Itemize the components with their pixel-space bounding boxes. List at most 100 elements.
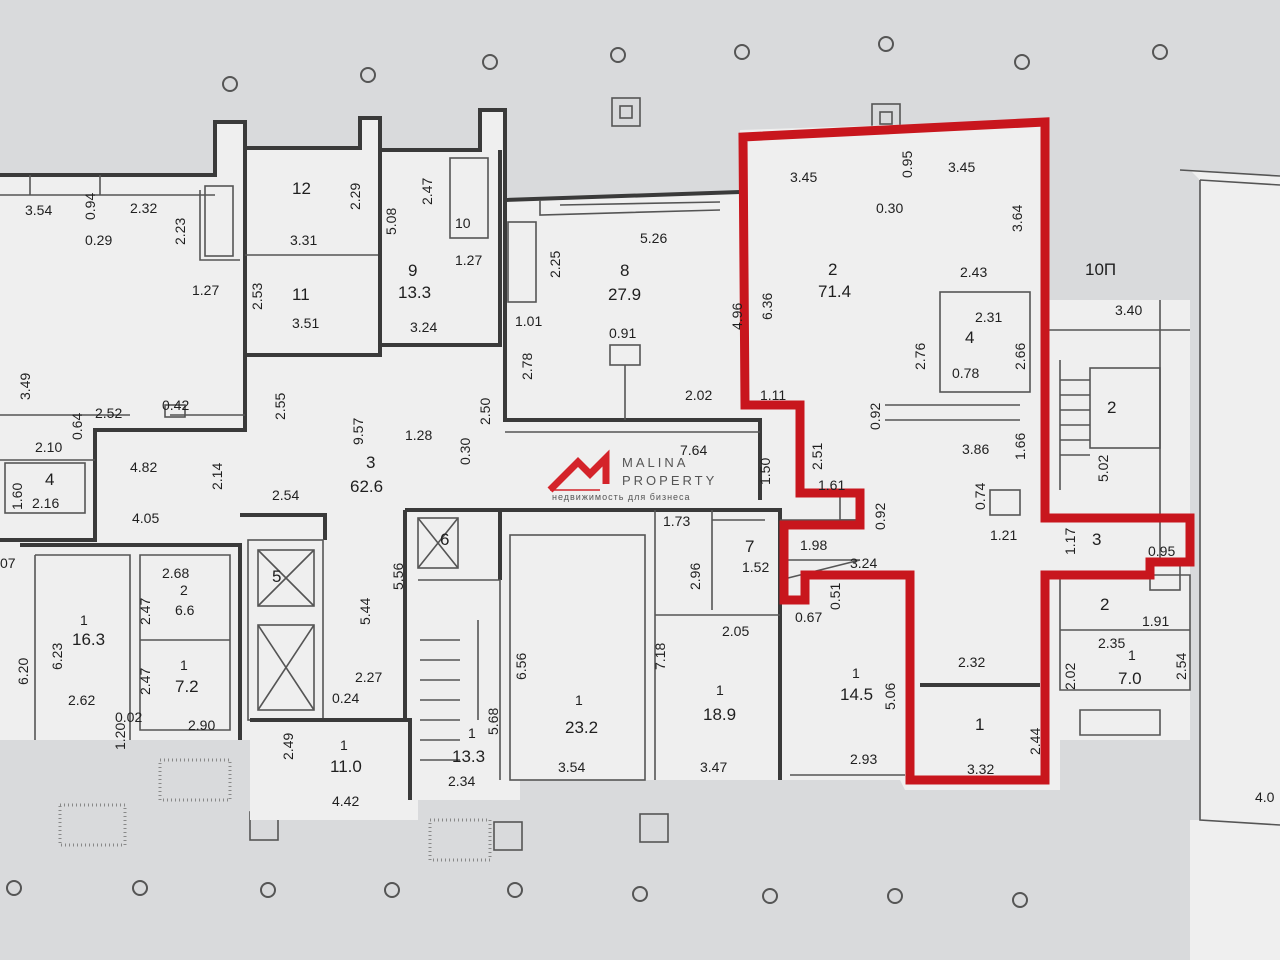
plan-label-d-1-11: 1.11 xyxy=(760,387,786,403)
plan-label-d-2-32: 2.32 xyxy=(130,200,157,216)
plan-label-d-6-20: 6.20 xyxy=(15,658,31,685)
plan-label-r1i: 1 xyxy=(468,725,476,741)
plan-label-d-0-92b: 0.92 xyxy=(872,503,888,530)
plan-label-d-2-02b: 2.02 xyxy=(1062,663,1078,690)
plan-label-r1d: 1 xyxy=(716,682,724,698)
plan-label-d-2-23: 2.23 xyxy=(172,218,188,245)
plan-label-d-2-32b: 2.32 xyxy=(958,654,985,670)
plan-label-d-1-52: 1.52 xyxy=(742,559,769,575)
plan-label-a-23-2: 23.2 xyxy=(565,718,598,737)
plan-label-d-5-68: 5.68 xyxy=(485,708,501,735)
plan-label-d-1-28: 1.28 xyxy=(405,427,432,443)
plan-label-r1a: 1 xyxy=(80,612,88,628)
plan-label-d-2-47c: 2.47 xyxy=(137,668,153,695)
plan-label-a-7-0: 7.0 xyxy=(1118,669,1142,688)
plan-label-r1h: 1 xyxy=(340,737,348,753)
plan-label-d-0-74: 0.74 xyxy=(972,483,988,510)
plan-label-d-2-47a: 2.47 xyxy=(419,178,435,205)
plan-label-d-2-02a: 2.02 xyxy=(685,387,712,403)
plan-label-d-7-64: 7.64 xyxy=(680,442,707,458)
right-annex xyxy=(1190,170,1280,960)
plan-label-d-0-30a: 0.30 xyxy=(876,200,903,216)
plan-label-d-0-95b: 0.95 xyxy=(1148,543,1175,559)
plan-label-r2a: 2 xyxy=(828,260,837,279)
plan-label-d-5-56: 5.56 xyxy=(390,563,406,590)
plan-label-d-5-06: 5.06 xyxy=(882,683,898,710)
plan-label-d-2-34: 2.34 xyxy=(448,773,475,789)
plan-label-r1g: 1 xyxy=(1128,647,1136,663)
plan-label-d-2-55: 2.55 xyxy=(272,393,288,420)
plan-label-d-5-44: 5.44 xyxy=(357,598,373,625)
plan-label-d-0-92a: 0.92 xyxy=(867,403,883,430)
plan-label-d-3-54: 3.54 xyxy=(25,202,52,218)
plan-label-d-9-57: 9.57 xyxy=(350,418,366,445)
plan-label-d-1-73: 1.73 xyxy=(663,513,690,529)
plan-label-a-62-6: 62.6 xyxy=(350,477,383,496)
plan-label-a-27-9: 27.9 xyxy=(608,285,641,304)
plan-label-d-2-25: 2.25 xyxy=(547,251,563,278)
plan-label-r3b: 3 xyxy=(1092,530,1101,549)
plan-label-d-1-01: 1.01 xyxy=(515,313,542,329)
plan-label-d-0-02: 0.02 xyxy=(115,709,142,725)
plan-label-d-3-31: 3.31 xyxy=(290,232,317,248)
plan-label-d-2-76: 2.76 xyxy=(912,343,928,370)
highlighted-premises-outline xyxy=(738,117,1195,785)
plan-label-d-0-78: 0.78 xyxy=(952,365,979,381)
plan-label-d-0-67: 0.67 xyxy=(795,609,822,625)
plan-label-d-2-44: 2.44 xyxy=(1027,728,1043,755)
plan-label-d-3-49: 3.49 xyxy=(17,373,33,400)
plan-label-a-11-0: 11.0 xyxy=(330,757,362,776)
plan-label-a-7-2: 7.2 xyxy=(175,677,199,696)
plan-label-d-3-40: 3.40 xyxy=(1115,302,1142,318)
plan-label-d-2-47b: 2.47 xyxy=(137,598,153,625)
plan-label-d-1-21: 1.21 xyxy=(990,527,1017,543)
plan-label-d-2-31: 2.31 xyxy=(975,309,1002,325)
logo-subtitle: недвижимость для бизнеса xyxy=(552,492,691,502)
plan-label-d-3-54b: 3.54 xyxy=(558,759,585,775)
plan-label-d-2-52: 2.52 xyxy=(95,405,122,421)
plan-label-d-1-60: 1.60 xyxy=(9,483,25,510)
plan-label-d-7-18: 7.18 xyxy=(652,643,668,670)
plan-label-d-3-45b: 3.45 xyxy=(948,159,975,175)
plan-label-d-0-64: 0.64 xyxy=(69,413,85,440)
plan-label-d-5-26: 5.26 xyxy=(640,230,667,246)
plan-label-d-2-96: 2.96 xyxy=(687,563,703,590)
plan-label-d-0-30b: 0.30 xyxy=(457,438,473,465)
plan-label-r8: 8 xyxy=(620,261,629,280)
plan-label-d-2-62: 2.62 xyxy=(68,692,95,708)
plan-label-r2b: 2 xyxy=(1107,398,1116,417)
plan-label-d-5-02: 5.02 xyxy=(1095,455,1111,482)
plan-label-d-2-68: 2.68 xyxy=(162,565,189,581)
plan-label-a-13-3b: 13.3 xyxy=(452,747,485,766)
plan-label-a-71-4: 71.4 xyxy=(818,282,851,301)
plan-label-r1f: 1 xyxy=(975,715,984,734)
plan-label-d-2-51: 2.51 xyxy=(809,443,825,470)
plan-label-d-2-49: 2.49 xyxy=(280,733,296,760)
plan-label-d-2-29: 2.29 xyxy=(347,183,363,210)
plan-label-d-2-43: 2.43 xyxy=(960,264,987,280)
plan-label-a-6-6: 6.6 xyxy=(175,602,195,618)
plan-label-d-0-95: 0.95 xyxy=(899,151,915,178)
exterior-wall xyxy=(0,108,741,203)
plan-label-r6: 6 xyxy=(440,530,449,549)
plan-label-d-3-64: 3.64 xyxy=(1009,205,1025,232)
plan-label-d-2-54b: 2.54 xyxy=(1173,653,1189,680)
plan-label-r12: 12 xyxy=(292,179,311,198)
plan-label-d-1-20: 1.20 xyxy=(112,723,128,750)
plan-label-a-13-3a: 13.3 xyxy=(398,283,431,302)
plan-label-d-2-50: 2.50 xyxy=(477,398,493,425)
plan-label-d-3-24b: 3.24 xyxy=(850,555,877,571)
plan-label-d-2-27: 2.27 xyxy=(355,669,382,685)
plan-label-a-18-9: 18.9 xyxy=(703,705,736,724)
plan-label-r1c: 1 xyxy=(575,692,583,708)
plan-label-d-5-08: 5.08 xyxy=(383,208,399,235)
plan-label-r3a: 3 xyxy=(366,453,375,472)
plan-label-r4a: 4 xyxy=(965,328,974,347)
plan-label-d-1-66: 1.66 xyxy=(1012,433,1028,460)
hatched-panels xyxy=(58,758,492,862)
plan-label-d-1-27a: 1.27 xyxy=(455,252,482,268)
plan-label-d-2-78: 2.78 xyxy=(519,353,535,380)
plan-label-d-2-93: 2.93 xyxy=(850,751,877,767)
company-logo: MALINA PROPERTY недвижимость для бизнеса xyxy=(547,449,714,502)
